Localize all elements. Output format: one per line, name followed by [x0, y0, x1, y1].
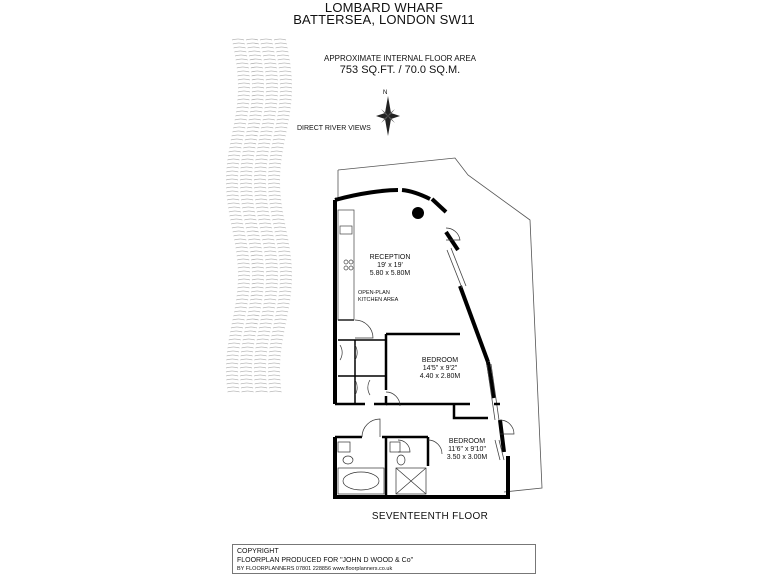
room-bedroom-2-imperial: 11'6" x 9'10": [448, 446, 486, 453]
room-reception-imperial: 19' x 19': [377, 262, 403, 269]
room-bedroom-1-metric: 4.40 x 2.80M: [419, 373, 461, 380]
kitchen-line2: KITCHEN AREA: [358, 297, 399, 303]
exterior-walls: [333, 188, 510, 499]
kitchen-area-label: OPEN-PLAN KITCHEN AREA: [358, 290, 398, 304]
address-line-2: BATTERSEA, LONDON SW11: [293, 12, 475, 27]
bathroom-fittings: [337, 441, 427, 495]
kitchen-units: [337, 209, 355, 321]
copyright-box: COPYRIGHT FLOORPLAN PRODUCED FOR "JOHN D…: [232, 544, 536, 574]
room-bedroom-1: BEDROOM 14'5" x 9'2" 4.40 x 2.80M: [395, 357, 485, 381]
room-reception-name: RECEPTION: [369, 254, 411, 261]
copyright-line3: BY FLOORPLANNERS 07801 228856 www.floorp…: [237, 566, 393, 572]
compass-icon: N: [376, 90, 400, 136]
interior-walls: [335, 332, 500, 497]
copyright-line2: FLOORPLAN PRODUCED FOR "JOHN D WOOD & Co…: [237, 557, 414, 564]
room-reception: RECEPTION 19' x 19' 5.80 x 5.80M: [340, 254, 440, 278]
river-waves: [225, 38, 293, 393]
room-bedroom-1-imperial: 14'5" x 9'2": [422, 365, 458, 372]
address-line-1: LOMBARD WHARF: [324, 0, 444, 15]
room-bedroom-2: BEDROOM 11'6" x 9'10" 3.50 x 3.00M: [422, 438, 512, 462]
floor-label: SEVENTEENTH FLOOR: [371, 511, 489, 522]
compass-north-label: N: [383, 90, 387, 96]
copyright-line1: COPYRIGHT: [237, 548, 279, 555]
structural-column: [412, 207, 424, 219]
room-reception-metric: 5.80 x 5.80M: [369, 270, 411, 277]
facade-windows: [446, 247, 505, 461]
floor-area-label: APPROXIMATE INTERNAL FLOOR AREA: [323, 54, 477, 63]
river-views-label: DIRECT RIVER VIEWS: [297, 125, 371, 132]
kitchen-line1: OPEN-PLAN: [358, 290, 390, 296]
door-swings: [339, 227, 515, 455]
room-bedroom-2-name: BEDROOM: [448, 438, 486, 445]
room-bedroom-1-name: BEDROOM: [421, 357, 459, 364]
room-bedroom-2-metric: 3.50 x 3.00M: [446, 454, 488, 461]
floor-area-value: 753 SQ.FT. / 70.0 SQ.M.: [339, 64, 461, 76]
storage-cupboards: [338, 319, 386, 404]
